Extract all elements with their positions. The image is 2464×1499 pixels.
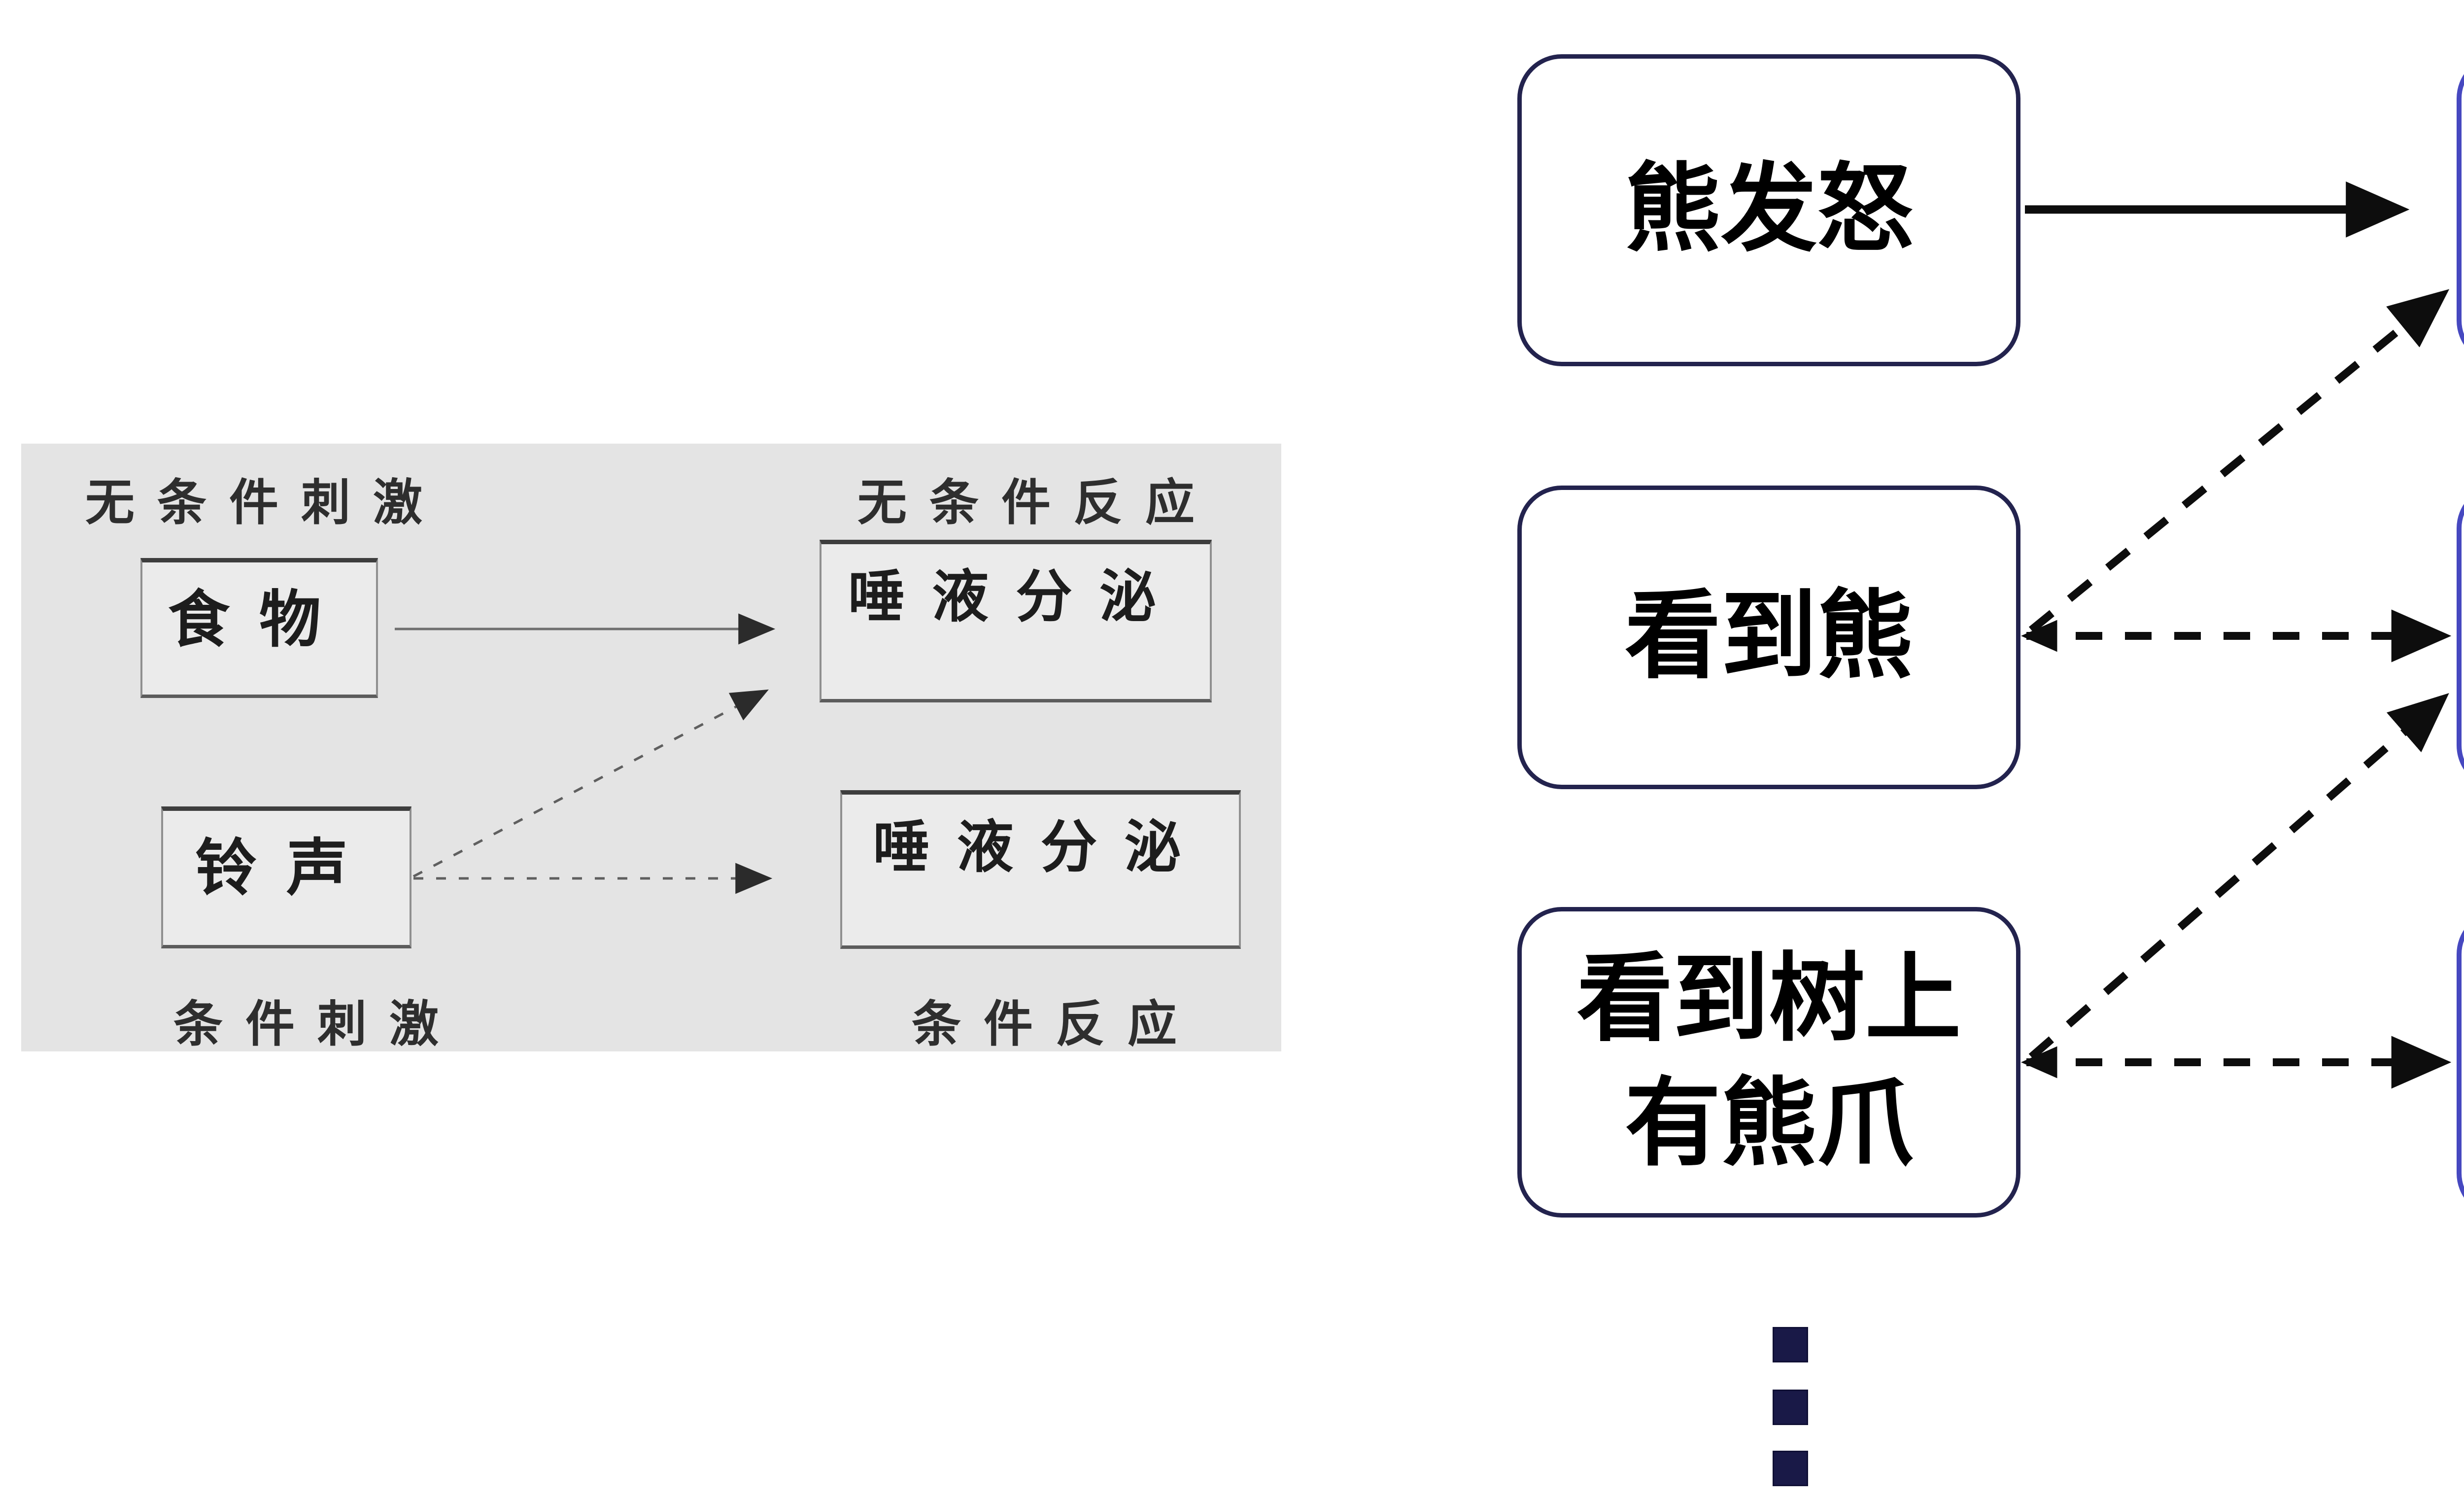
label-conditioned-stimulus: 条件刺激 xyxy=(173,997,461,1052)
ellipsis-dot xyxy=(1773,1327,1808,1362)
node-salivation-conditioned: 唾液分泌 xyxy=(840,790,1241,949)
node-bell: 铃声 xyxy=(161,806,411,948)
node-salivation-conditioned-label: 唾液分泌 xyxy=(873,816,1208,879)
node-see-claw-marks-line1: 看到树上 xyxy=(1576,946,1961,1053)
label-conditioned-response: 条件反应 xyxy=(912,997,1199,1052)
node-see-claw-marks: 看到树上 有熊爪 xyxy=(1517,907,2020,1218)
classical-conditioning-panel: 无条件刺激 无条件反应 食物 唾液分泌 铃声 唾液分泌 条件刺激 条件反应 xyxy=(21,444,1281,1052)
node-bear-rage: 熊发怒 xyxy=(1517,54,2020,366)
node-salivation-unconditioned-label: 唾液分泌 xyxy=(848,566,1183,628)
label-unconditioned-stimulus: 无条件刺激 xyxy=(85,475,445,530)
label-unconditioned-response: 无条件反应 xyxy=(857,475,1217,530)
ellipsis-dot xyxy=(1773,1451,1808,1486)
node-food-label: 食物 xyxy=(168,587,350,655)
node-bear-rage-label: 熊发怒 xyxy=(1625,156,1913,263)
node-value-state: V(s) xyxy=(2457,910,2464,1218)
ellipsis-dot xyxy=(1773,1390,1808,1425)
node-reward: 奖励 xyxy=(2457,54,2464,365)
node-see-claw-marks-line2: 有熊爪 xyxy=(1625,1071,1913,1178)
node-value-next-state: V(s′) xyxy=(2457,484,2464,790)
node-see-bear-label: 看到熊 xyxy=(1625,584,1913,691)
node-food: 食物 xyxy=(140,558,378,698)
node-bell-label: 铃声 xyxy=(195,835,377,903)
node-salivation-unconditioned: 唾液分泌 xyxy=(820,540,1212,702)
arrow-claw-to-value-next-dashed xyxy=(2028,693,2449,1060)
arrow-see-bear-to-reward-dashed xyxy=(2028,289,2450,633)
node-see-bear: 看到熊 xyxy=(1517,486,2020,789)
